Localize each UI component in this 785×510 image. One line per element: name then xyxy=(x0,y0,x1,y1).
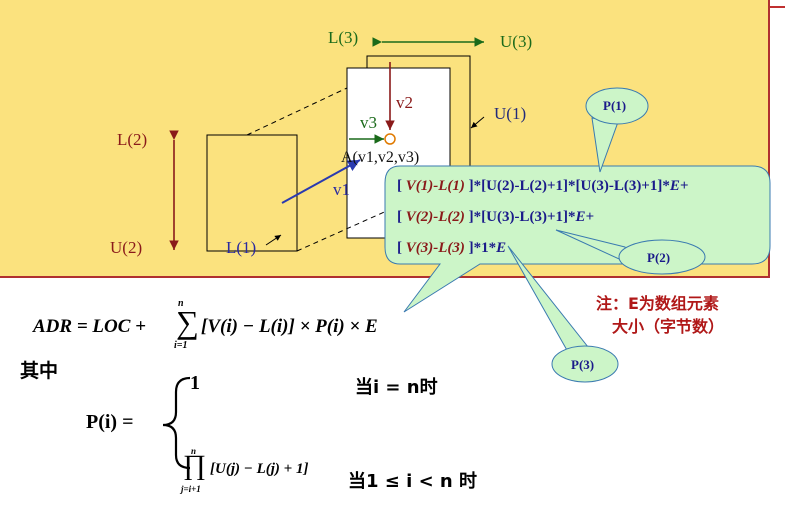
l1-label: L(1) xyxy=(226,238,257,257)
case-brace xyxy=(162,376,191,470)
formula-row-2: [ V(2)-L(2) ]*[U(3)-L(3)+1]*E+ xyxy=(397,209,595,225)
prod-top: n xyxy=(191,446,197,456)
l2-label: L(2) xyxy=(117,130,148,149)
adr-lhs: ADR = LOC + xyxy=(33,316,146,337)
sum-bottom: i=1 xyxy=(174,340,188,351)
v1-arrow xyxy=(281,159,361,204)
red-border-tick xyxy=(770,6,785,8)
l1-pointer xyxy=(265,234,282,246)
prod-bottom: j=i+1 xyxy=(181,484,201,494)
formula-row-2-tail: E+ xyxy=(575,209,595,225)
case1-condition: 当i = n时 xyxy=(355,377,438,398)
case2-condition: 当1 ≤ i < n 时 xyxy=(348,471,478,492)
l3-label: L(3) xyxy=(328,28,359,47)
prod-body: [U(j) − L(j) + 1] xyxy=(210,461,309,477)
formula-row-2-rest: ]*[U(3)-L(3)+1]* xyxy=(468,209,576,225)
u2-label: U(2) xyxy=(110,238,143,257)
sum-top: n xyxy=(178,298,184,309)
formula-row-1-rest: ]*[U(2)-L(2)+1]*[U(3)-L(3)+1]* xyxy=(468,178,670,194)
dashed-edge-bottom xyxy=(296,204,401,252)
u3-label: U(3) xyxy=(500,32,533,51)
v3-label: v3 xyxy=(360,113,377,132)
formula-row-3-tail: E xyxy=(496,240,507,256)
dashed-edge-top xyxy=(246,87,348,136)
left-plane xyxy=(206,134,298,252)
p3-label: P(3) xyxy=(571,357,595,372)
p1-label: P(1) xyxy=(603,98,627,113)
sum-body: [V(i) − L(i)] × P(i) × E xyxy=(201,316,378,337)
p1-bubble xyxy=(585,87,649,125)
point-a-label: A(v1,v2,v3) xyxy=(341,149,420,166)
prod-symbol: ∏ xyxy=(183,450,207,481)
note-line-2: 大小（字节数） xyxy=(612,317,725,336)
formula-row-3-vi: V(3)-L(3) xyxy=(405,240,465,256)
case1-value: 1 xyxy=(190,372,200,394)
note-line-1: 注：E为数组元素 xyxy=(596,294,719,313)
u1-label: U(1) xyxy=(494,104,527,123)
u1-pointer xyxy=(470,116,485,129)
formula-row-1-tail: E+ xyxy=(669,178,689,194)
p2-label: P(2) xyxy=(647,250,671,265)
qizhong-label: 其中 xyxy=(20,360,59,382)
v1-label: v1 xyxy=(333,180,350,199)
formula-row-3-rest: ]*1* xyxy=(468,240,497,256)
formula-row-2-vi: V(2)-L(2) xyxy=(405,209,465,225)
sum-symbol: ∑ xyxy=(176,304,199,340)
p1-bubble-tail xyxy=(591,117,619,173)
v2-label: v2 xyxy=(396,93,413,112)
formula-row-1-vi: V(1)-L(1) xyxy=(405,178,465,194)
point-a xyxy=(384,133,396,145)
p3-bubble xyxy=(551,345,619,383)
pi-lhs: P(i) = xyxy=(86,411,134,433)
p2-bubble xyxy=(618,239,706,275)
formula-row-1: [ V(1)-L(1) ]*[U(2)-L(2)+1]*[U(3)-L(3)+1… xyxy=(397,178,689,194)
formula-row-3: [ V(3)-L(3) ]*1*E xyxy=(397,240,507,256)
